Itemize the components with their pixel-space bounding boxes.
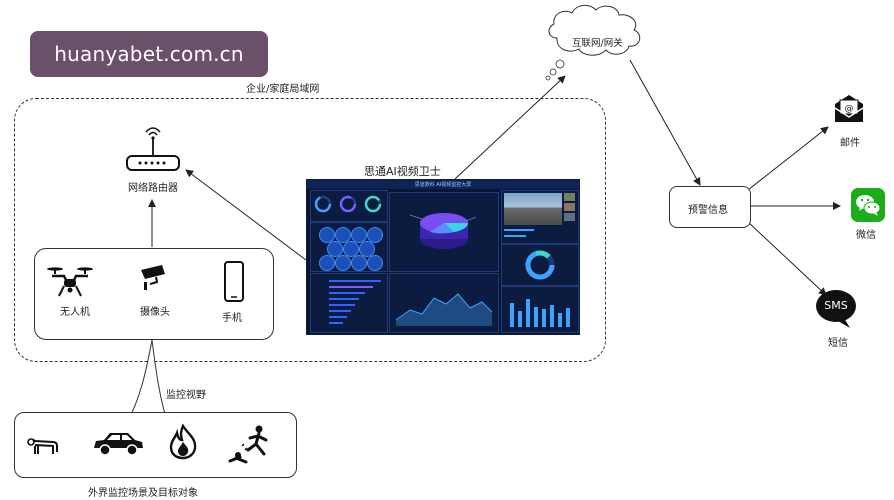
email-icon: @ — [832, 94, 866, 124]
scene-box — [14, 412, 297, 478]
router-icon — [124, 118, 182, 176]
svg-text:@: @ — [845, 104, 854, 114]
hbar-panel — [310, 273, 388, 333]
alert-label: 预警信息 — [688, 205, 728, 216]
alert-to-email-arrow — [747, 126, 829, 191]
internet-to-alert-arrow — [629, 59, 701, 186]
camera-label: 摄像头 — [140, 307, 170, 318]
phone-icon — [223, 261, 245, 303]
phone-label: 手机 — [222, 313, 242, 324]
lan-label: 企业/家庭局域网 — [246, 84, 320, 95]
vbar-panel — [501, 286, 579, 333]
drone-icon — [46, 262, 94, 300]
dog-icon — [26, 432, 60, 458]
photo-panel — [501, 190, 579, 244]
area-chart-panel — [389, 273, 499, 333]
internet-label: 互联网/网关 — [572, 38, 623, 49]
camera-feed-thumbnail — [504, 193, 562, 225]
drone-label: 无人机 — [60, 307, 90, 318]
bubble-panel — [310, 222, 388, 272]
alert-to-sms-arrow — [747, 221, 827, 296]
car-icon — [90, 428, 146, 458]
router-label: 网络路由器 — [128, 183, 178, 194]
alert-box — [669, 186, 751, 228]
email-label: 邮件 — [840, 138, 860, 149]
monitor-view-label: 监控视野 — [166, 390, 206, 401]
wechat-label: 微信 — [856, 230, 876, 241]
gauge-panel — [310, 190, 388, 222]
sms-label: 短信 — [828, 338, 848, 349]
cloud-shape — [548, 5, 641, 56]
lan-boundary — [14, 98, 606, 362]
dashboard-label: 思通AI视频卫士 — [364, 165, 441, 178]
donut-panel — [501, 244, 579, 286]
watermark: huanyabet.com.cn — [30, 31, 268, 77]
sms-icon: SMS — [814, 288, 858, 330]
scene-label: 外界监控场景及目标对象 — [88, 488, 198, 499]
dashboard-title: 思道数科 AI视频监控大屏 — [414, 182, 472, 188]
fire-icon — [166, 423, 200, 460]
sms-glyph: SMS — [824, 299, 848, 312]
pie-panel — [389, 192, 499, 272]
wechat-icon — [851, 188, 885, 222]
dashboard-to-router-arrow — [185, 169, 307, 261]
dashboard-screen: 思道数科 AI视频监控大屏 — [306, 179, 580, 335]
fight-icon — [226, 424, 270, 464]
camera-icon — [138, 262, 168, 292]
dashboard-header-bar — [307, 180, 579, 189]
dashboard-to-internet-arrow — [454, 75, 566, 180]
